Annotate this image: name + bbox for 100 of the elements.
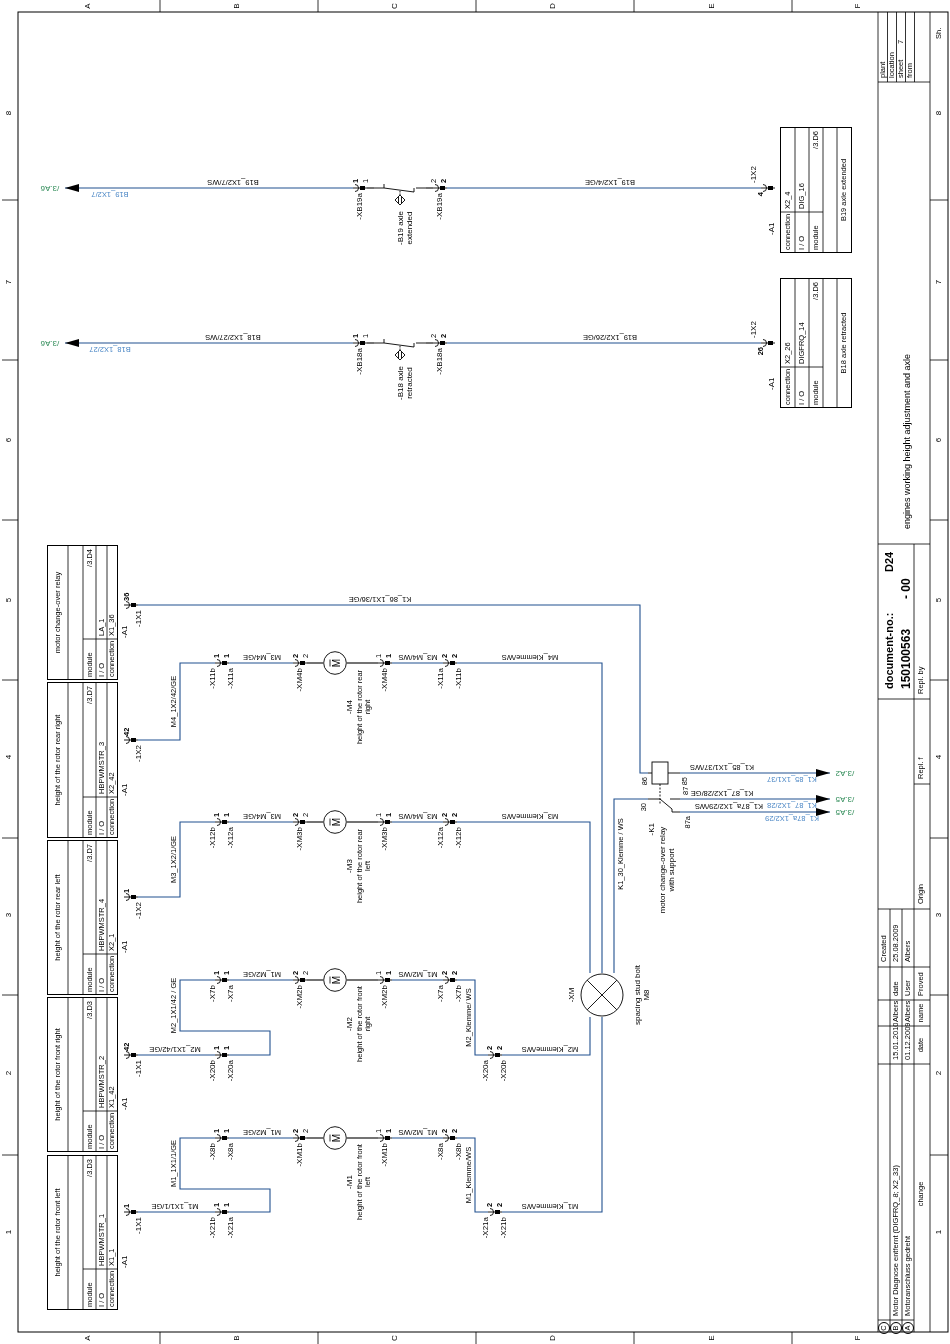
wire	[346, 821, 379, 823]
wire	[228, 1137, 294, 1139]
connector-designation: -X8a	[437, 1143, 445, 1160]
grid-reference: 2	[5, 1070, 13, 1076]
plug-connector	[443, 976, 457, 984]
grid-reference: 8	[935, 110, 943, 116]
connector-designation: -1X2	[750, 321, 758, 338]
wire	[137, 604, 649, 774]
wire	[179, 979, 271, 1056]
connector-designation: -X8a	[227, 1143, 235, 1160]
grid-reference: D	[549, 1335, 557, 1341]
module-table	[47, 997, 118, 1152]
connector-designation: -X21a	[482, 1217, 490, 1239]
component-designation: -A1	[121, 1255, 129, 1268]
connector-designation: -X21a	[227, 1217, 235, 1239]
wire	[346, 979, 379, 981]
grid-reference: 7	[5, 279, 13, 285]
connector-designation: -X7b	[209, 985, 217, 1002]
plug-connector	[378, 1134, 392, 1142]
document-number: D24	[883, 551, 895, 572]
plug-connector	[433, 339, 447, 347]
motor-symbol	[323, 968, 347, 992]
connector-designation: -X11a	[437, 668, 445, 689]
wire	[391, 662, 444, 664]
connector-designation: -XM4b	[296, 668, 304, 692]
component-designation: -M1	[346, 1175, 354, 1189]
module-table	[780, 127, 852, 253]
connector-designation: -XM3b	[296, 827, 304, 851]
component-designation: -K1	[648, 823, 656, 836]
grid-reference: 4	[5, 754, 13, 760]
connector-designation: -XM2b	[296, 985, 304, 1009]
grid-reference: C	[391, 3, 399, 9]
grid-reference: 6	[935, 437, 943, 443]
component-description: motor change-over relay with support	[659, 825, 677, 916]
plug-connector	[124, 1051, 138, 1059]
connector-designation: -X11b	[455, 668, 463, 689]
grid-reference: B	[233, 3, 241, 9]
wire	[391, 979, 444, 981]
wire-arrow	[679, 795, 831, 803]
plug-connector	[124, 1208, 138, 1216]
grid-reference: A	[84, 3, 92, 9]
connector-designation: -1X2	[135, 902, 143, 919]
connector-designation: -X20b	[209, 1060, 217, 1082]
grid-reference: F	[854, 3, 862, 9]
connector-designation: -XM1b	[381, 1143, 389, 1167]
plug-connector	[443, 1134, 457, 1142]
plug-connector	[215, 976, 229, 984]
component-designation: -A1	[768, 377, 776, 390]
grid-reference: 1	[935, 1229, 943, 1235]
plug-connector	[215, 1208, 229, 1216]
page-reference: /3.A6	[35, 338, 65, 348]
plug-connector	[488, 1208, 502, 1216]
wire	[228, 979, 294, 981]
wire	[306, 821, 324, 823]
component-designation: -A1	[121, 1097, 129, 1110]
wire	[366, 342, 375, 344]
plug-connector	[378, 818, 392, 826]
wire	[306, 662, 324, 664]
grid-reference: B	[233, 1335, 241, 1341]
component-label: -B18 axle retracted	[397, 365, 415, 401]
connector-designation: -XM1b	[296, 1143, 304, 1167]
wire	[137, 1054, 216, 1056]
connector-designation: -X7b	[455, 985, 463, 1002]
module-table	[47, 840, 118, 995]
grid-reference: E	[708, 1335, 716, 1341]
connector-designation: -1X1	[135, 1217, 143, 1234]
connector-designation: -X8b	[455, 1143, 463, 1160]
plug-connector	[215, 818, 229, 826]
grid-reference: 3	[5, 912, 13, 918]
page-reference: /3.A5	[830, 807, 860, 817]
connector-designation: -XB18a	[436, 348, 444, 375]
grid-reference: C	[391, 1335, 399, 1341]
page-reference: /3.A6	[35, 183, 65, 193]
component-designation: -A1	[121, 783, 129, 796]
document-number: - 00	[900, 578, 912, 599]
grid-reference: F	[854, 1335, 862, 1341]
page-reference: /3.A5	[830, 794, 860, 804]
plug-connector	[443, 659, 457, 667]
connector-designation: -X7a	[227, 985, 235, 1002]
connector-designation: -1X1	[135, 610, 143, 627]
motor-letter: M	[331, 1133, 342, 1143]
grid-reference: 1	[5, 1229, 13, 1235]
connector-designation: -X20a	[482, 1060, 490, 1082]
wire	[425, 187, 434, 189]
plug-connector	[353, 339, 367, 347]
connector-designation: -X20a	[227, 1060, 235, 1082]
plug-connector	[215, 659, 229, 667]
module-table	[47, 682, 118, 838]
wire	[137, 662, 216, 741]
grid-reference: 2	[935, 1070, 943, 1076]
component-designation: -M4	[346, 700, 354, 714]
wire-arrow	[64, 339, 354, 347]
connector-designation: -X7a	[437, 985, 445, 1002]
grid-reference: D	[549, 3, 557, 9]
plug-connector	[124, 893, 138, 901]
plug-connector	[215, 1134, 229, 1142]
component-designation: -A1	[121, 625, 129, 638]
plug-connector	[293, 818, 307, 826]
plug-connector	[378, 976, 392, 984]
motor-symbol	[323, 1126, 347, 1150]
